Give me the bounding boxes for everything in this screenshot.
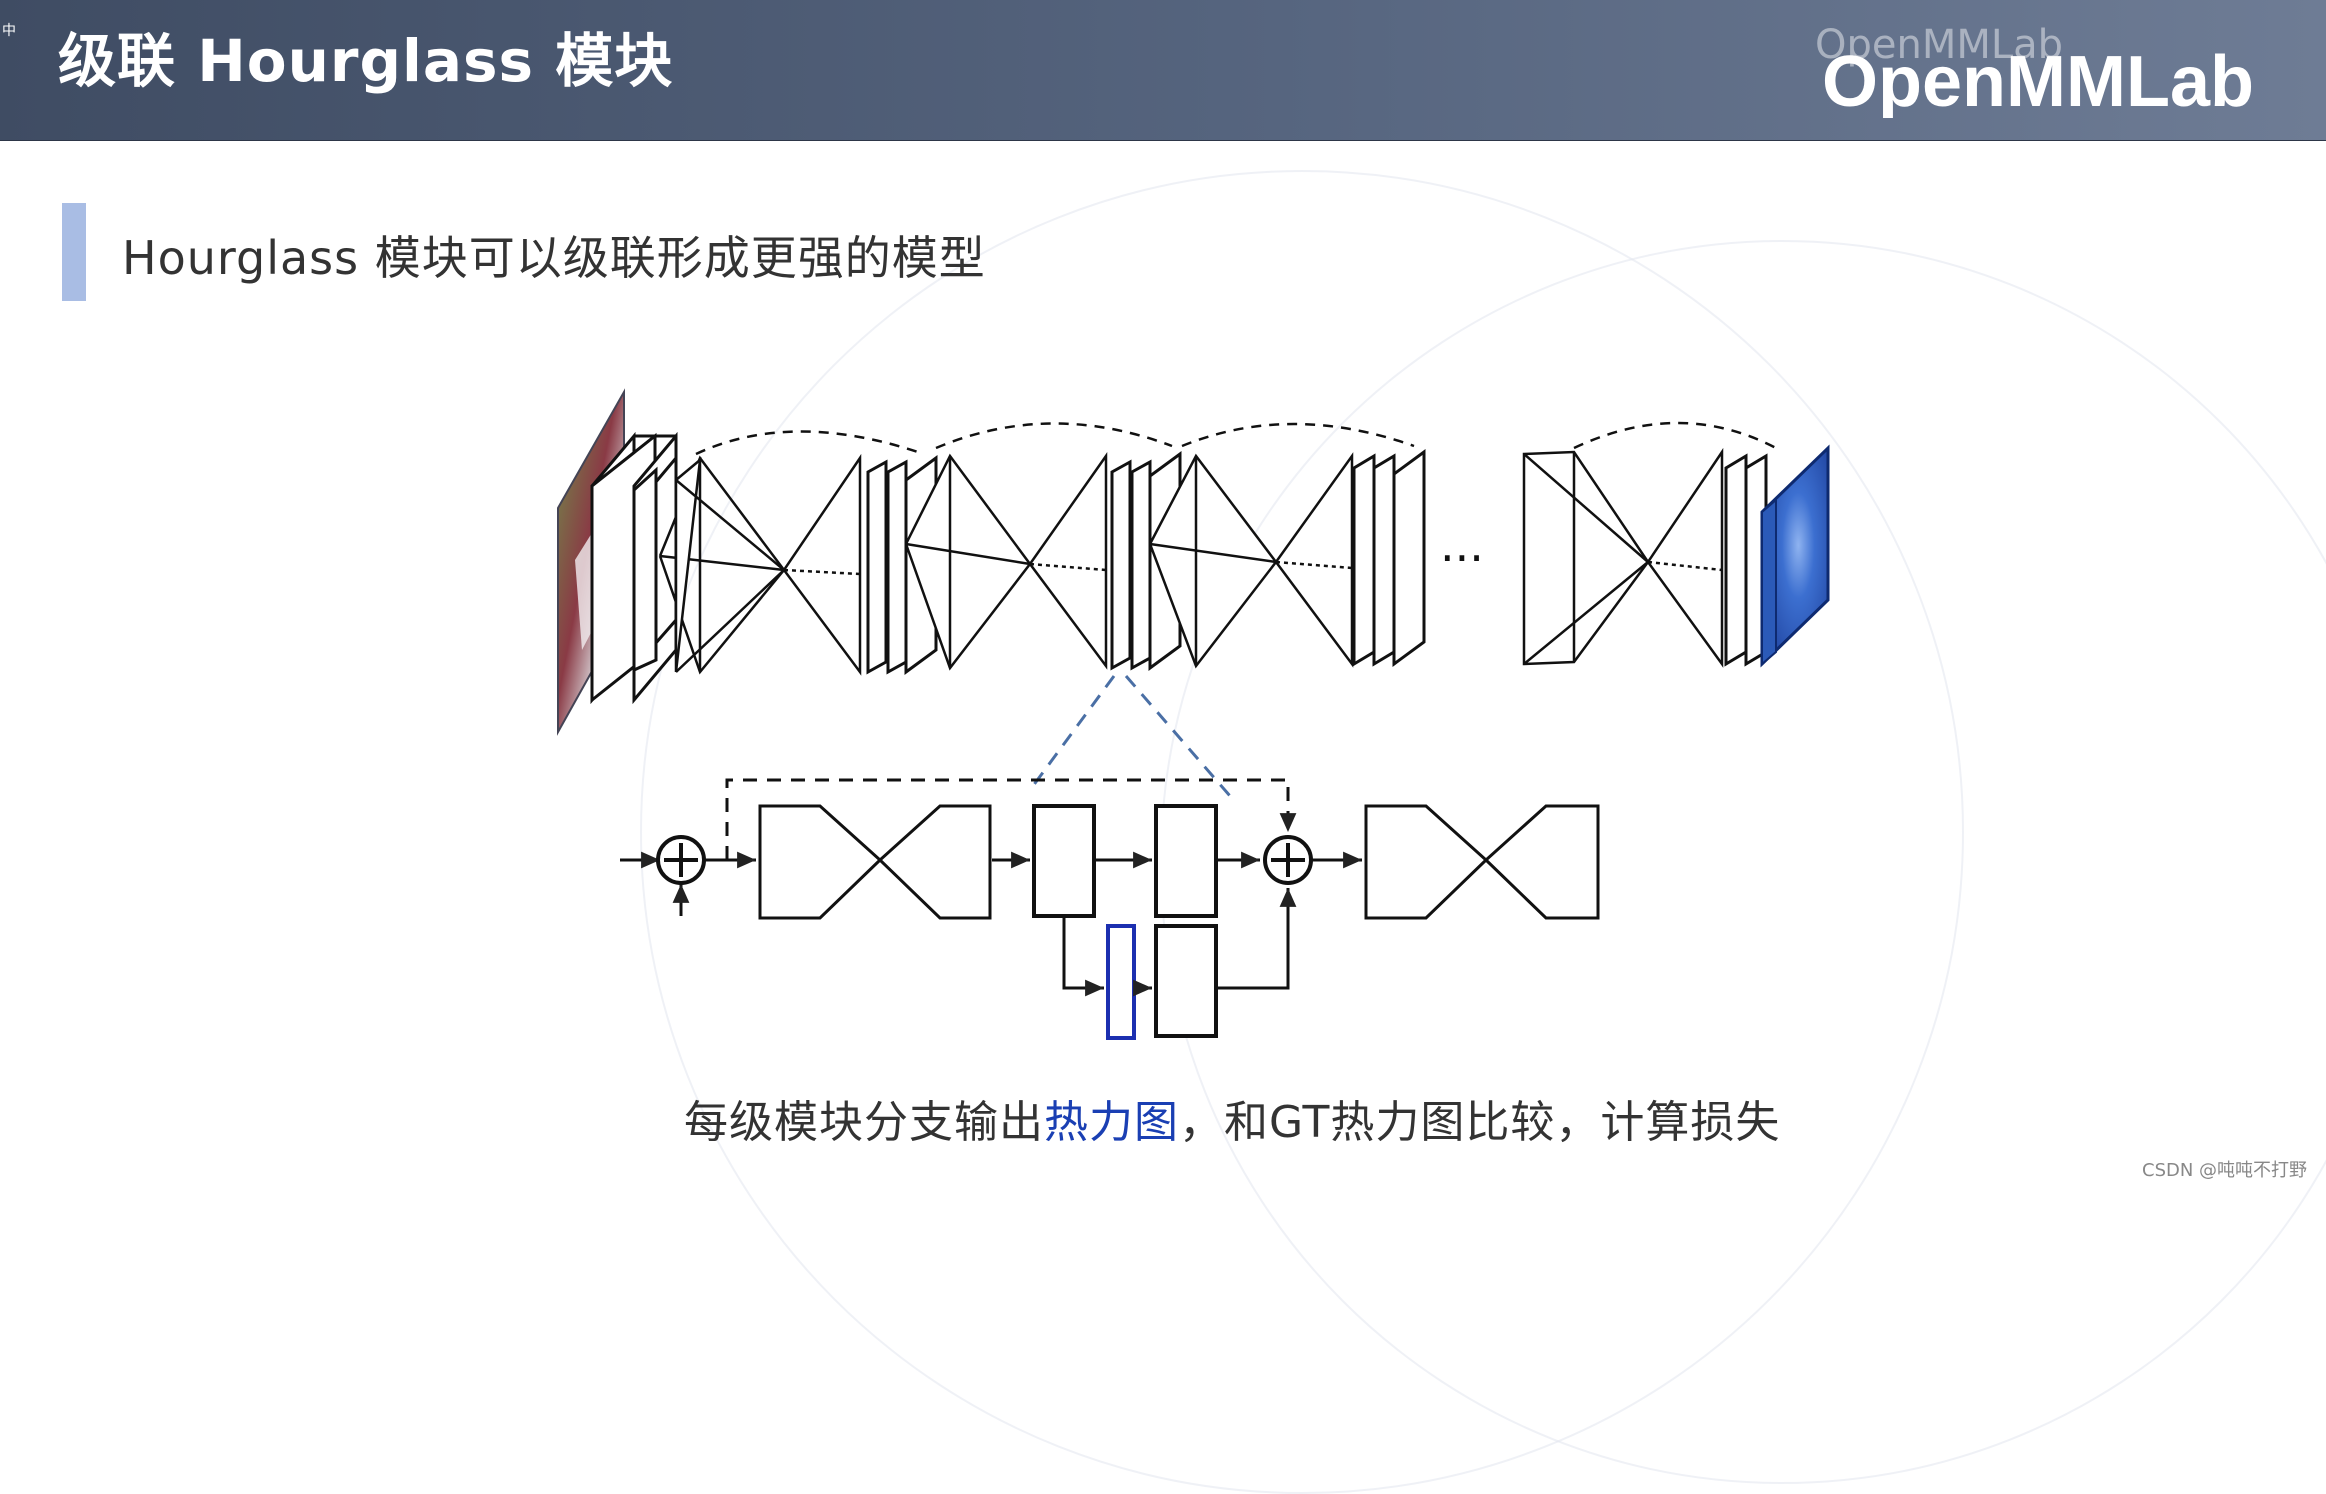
inter-module-slabs-3 <box>1354 452 1424 664</box>
zoom-callout-lines <box>1030 676 1230 796</box>
hourglass-module-n <box>1524 452 1722 664</box>
output-slabs <box>1726 456 1766 664</box>
caption-highlight: 热力图 <box>1044 1097 1179 1148</box>
caption-text-before: 每级模块分支输出 <box>684 1097 1044 1148</box>
output-heatmap-thumbnail <box>1762 448 1828 664</box>
heatmap-branch-box <box>1108 926 1134 1038</box>
conv-box-a <box>1034 806 1094 916</box>
caption: 每级模块分支输出热力图，和GT热力图比较，计算损失 <box>684 1086 1780 1150</box>
stacked-hourglass-diagram: ··· <box>0 0 2326 1188</box>
conv-box-c <box>1156 926 1216 1036</box>
ellipsis-mark: ··· <box>1440 531 1484 585</box>
detail-diagram <box>620 780 1598 1038</box>
watermark: CSDN @吨吨不打野 <box>2142 1156 2307 1182</box>
residual-skip-arcs <box>696 423 1776 454</box>
sum-node-2 <box>1265 837 1311 883</box>
hourglass-module-1 <box>660 458 860 672</box>
next-hourglass-block <box>1366 806 1598 918</box>
sum-node-1 <box>658 837 704 883</box>
detail-hourglass-block <box>760 806 990 918</box>
branch-return-arrow <box>1218 888 1288 988</box>
branch-arrow <box>1064 918 1104 988</box>
caption-text-after: ，和GT热力图比较，计算损失 <box>1179 1097 1780 1148</box>
conv-box-b <box>1156 806 1216 916</box>
